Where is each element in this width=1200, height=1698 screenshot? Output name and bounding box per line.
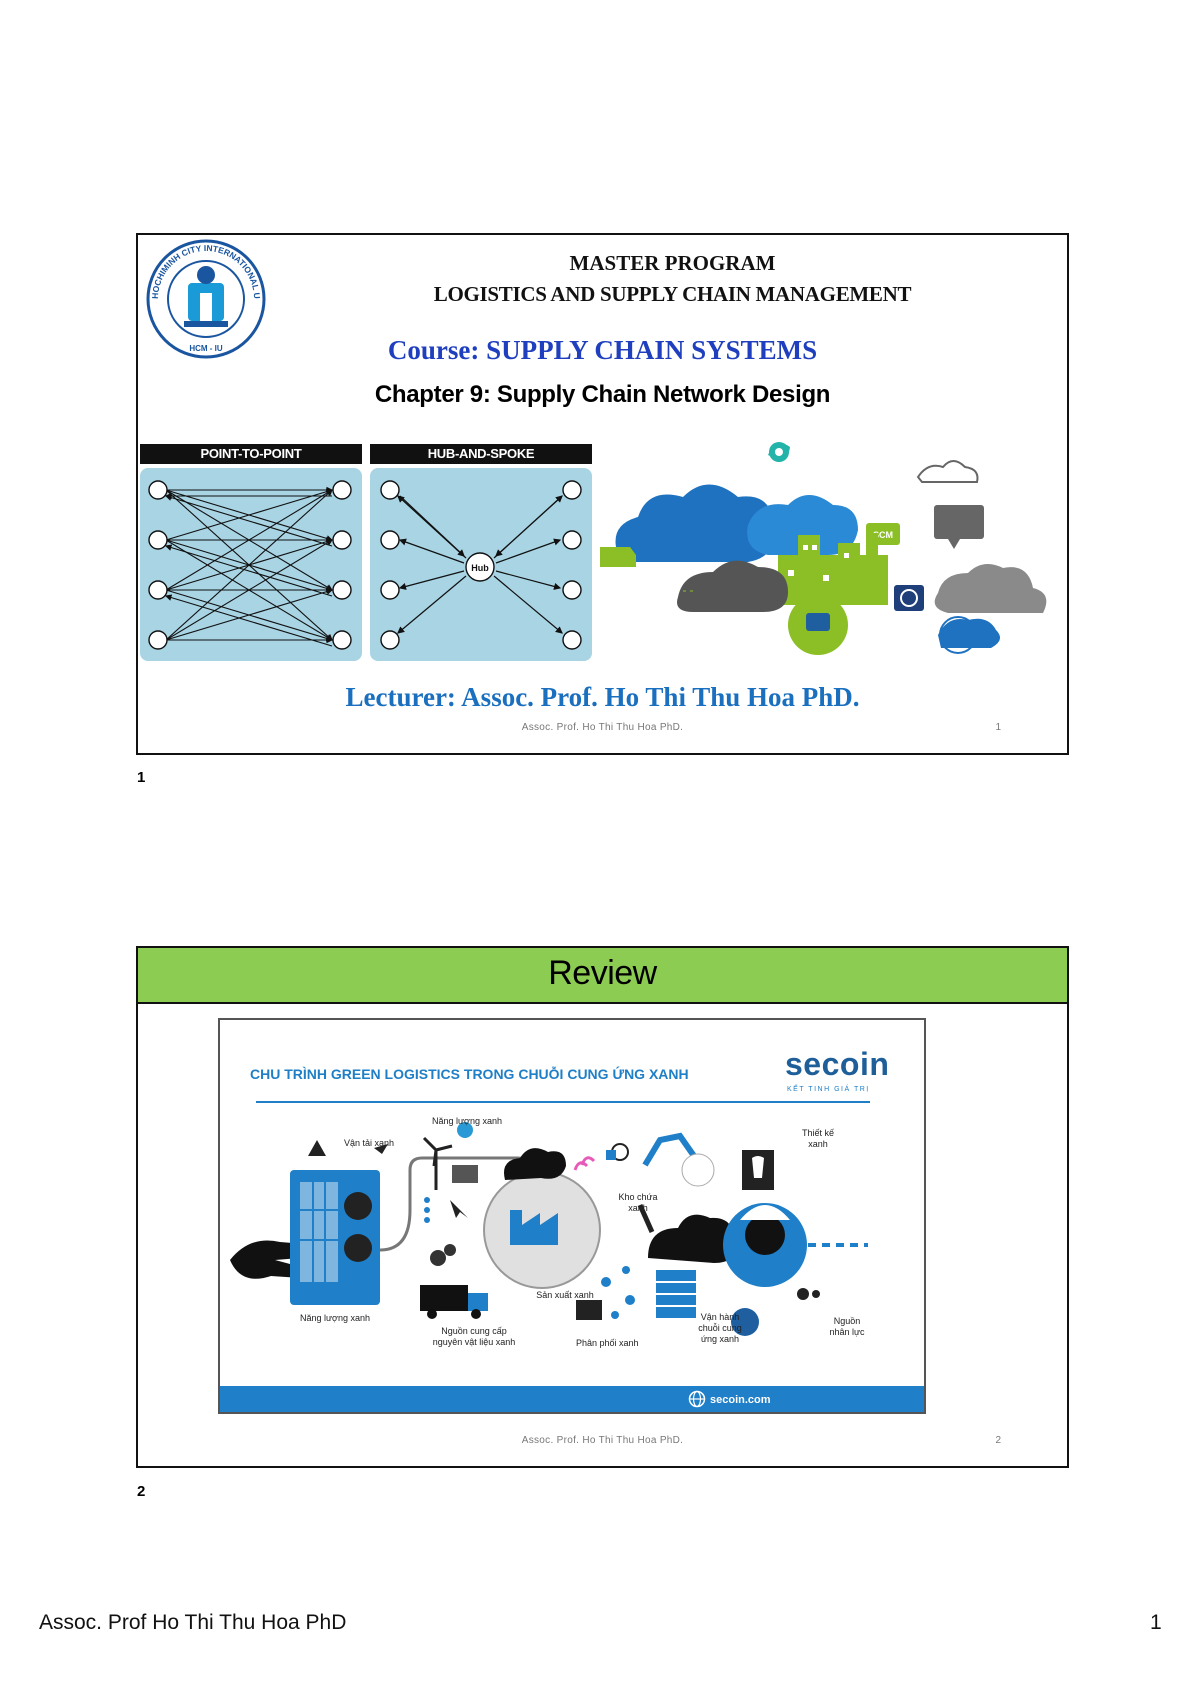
- label-phan-phoi-xanh: Phân phối xanh: [576, 1338, 639, 1348]
- secoin-tagline: KẾT TINH GIÁ TRỊ: [787, 1086, 870, 1093]
- point-to-point-label: POINT-TO-POINT: [140, 444, 362, 464]
- label-van-hanh: Vận hành chuỗi cung ứng xanh: [698, 1312, 742, 1344]
- hub-and-spoke-diagram: Hub: [370, 468, 592, 661]
- label-kho-chua-xanh: Kho chứa xanh: [618, 1192, 658, 1213]
- secoin-logo: secoin: [785, 1046, 890, 1082]
- infographic-footer-bar: [220, 1386, 924, 1412]
- slide-footer-number: 2: [995, 1435, 1001, 1446]
- program-subtitle: LOGISTICS AND SUPPLY CHAIN MANAGEMENT: [433, 282, 912, 306]
- hub-and-spoke-label: HUB-AND-SPOKE: [370, 444, 592, 464]
- label-nang-luong-xanh-left: Năng lượng xanh: [300, 1313, 370, 1323]
- page-number: 1: [1150, 1611, 1162, 1634]
- slide-footer: Assoc. Prof. Ho Thi Thu Hoa PhD. 2: [138, 1435, 1067, 1449]
- slide-caption-number: 1: [137, 769, 146, 786]
- slide-footer: Assoc. Prof. Ho Thi Thu Hoa PhD. 1: [138, 722, 1067, 736]
- globe-icon: [688, 1390, 706, 1408]
- infographic-rule: [256, 1101, 870, 1103]
- hub-label: Hub: [471, 563, 489, 573]
- slide-footer-number: 1: [995, 722, 1001, 733]
- review-title: Review: [548, 954, 657, 992]
- label-nang-luong-xanh-top: Năng lượng xanh: [432, 1116, 502, 1126]
- supply-chain-icons-illustration: SCM: [600, 442, 1047, 655]
- slide-footer-text: Assoc. Prof. Ho Thi Thu Hoa PhD.: [521, 722, 684, 733]
- green-logistics-illustration: [230, 1122, 868, 1336]
- label-nguon-nhan-luc: Nguồn nhân lực: [829, 1316, 865, 1337]
- label-thiet-ke-xanh: Thiết kế xanh: [801, 1128, 834, 1149]
- point-to-point-diagram: [140, 468, 362, 661]
- slide-footer-text: Assoc. Prof. Ho Thi Thu Hoa PhD.: [521, 1435, 684, 1446]
- slide-1: HOCHIMINH CITY INTERNATIONAL UNIVERSITY …: [136, 233, 1069, 755]
- program-title: MASTER PROGRAM: [569, 251, 776, 275]
- scm-badge: SCM: [873, 530, 893, 540]
- chapter-title: Chapter 9: Supply Chain Network Design: [374, 381, 831, 408]
- label-van-tai-xanh: Vận tải xanh: [344, 1138, 395, 1148]
- infographic-title: CHU TRÌNH GREEN LOGISTICS TRONG CHUỖI CU…: [250, 1066, 689, 1082]
- page-footer-author: Assoc. Prof Ho Thi Thu Hoa PhD: [39, 1611, 347, 1634]
- label-nguon-cung-cap: Nguồn cung cấp nguyên vật liệu xanh: [432, 1326, 516, 1347]
- review-title-bar: Review: [138, 948, 1067, 1004]
- green-logistics-infographic: CHU TRÌNH GREEN LOGISTICS TRONG CHUỖI CU…: [218, 1018, 926, 1414]
- slide-2: Review CHU TRÌNH GREEN LOGISTICS TRONG C…: [136, 946, 1069, 1468]
- university-logo: HOCHIMINH CITY INTERNATIONAL UNIVERSITY …: [144, 237, 266, 359]
- lecturer: Lecturer: Assoc. Prof. Ho Thi Thu Hoa Ph…: [345, 682, 860, 712]
- label-san-xuat-xanh: Sản xuất xanh: [536, 1290, 594, 1300]
- slide-caption-number: 2: [137, 1483, 146, 1500]
- secoin-website: secoin.com: [710, 1394, 771, 1406]
- course-title: Course: SUPPLY CHAIN SYSTEMS: [387, 335, 818, 365]
- logo-text-bottom: HCM - IU: [189, 344, 223, 353]
